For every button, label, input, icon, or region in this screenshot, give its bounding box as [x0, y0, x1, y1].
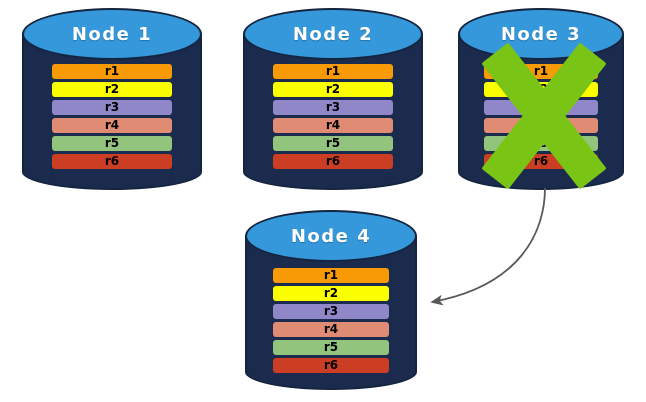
node-1-cylinder-top: [22, 8, 202, 60]
row-label: r3: [533, 100, 549, 114]
node-1-row-r4[interactable]: r4: [52, 118, 172, 133]
node-2[interactable]: Node 2 r1 r2 r3 r4 r5 r6: [243, 8, 423, 190]
row-label: r1: [325, 64, 341, 78]
node-2-row-r1[interactable]: r1: [273, 64, 393, 79]
node-2-rows: r1 r2 r3 r4 r5 r6: [243, 64, 423, 169]
node-1-row-r3[interactable]: r3: [52, 100, 172, 115]
node-3-row-r6[interactable]: r6: [484, 154, 598, 169]
node-3-row-r1[interactable]: r1: [484, 64, 598, 79]
node-2-row-r2[interactable]: r2: [273, 82, 393, 97]
node-2-row-r3[interactable]: r3: [273, 100, 393, 115]
row-label: r6: [104, 154, 120, 168]
node-4-row-r3[interactable]: r3: [273, 304, 389, 319]
node-1-row-r5[interactable]: r5: [52, 136, 172, 151]
row-label: r3: [104, 100, 120, 114]
row-label: r4: [325, 118, 341, 132]
node-4-rows: r1 r2 r3 r4 r5 r6: [245, 268, 417, 373]
node-1-row-r6[interactable]: r6: [52, 154, 172, 169]
node-1[interactable]: Node 1 r1 r2 r3 r4 r5 r6: [22, 8, 202, 190]
row-label: r1: [533, 64, 549, 78]
node-2-row-r4[interactable]: r4: [273, 118, 393, 133]
arrow-path: [430, 187, 546, 306]
row-label: r5: [533, 136, 549, 150]
row-label: r3: [325, 100, 341, 114]
node-2-row-r6[interactable]: r6: [273, 154, 393, 169]
row-label: r4: [533, 118, 549, 132]
row-label: r6: [533, 154, 549, 168]
node-2-cylinder-top: [243, 8, 423, 60]
node-4-row-r2[interactable]: r2: [273, 286, 389, 301]
row-label: r1: [323, 268, 339, 282]
row-label: r5: [323, 340, 339, 354]
row-label: r5: [325, 136, 341, 150]
node-1-row-r1[interactable]: r1: [52, 64, 172, 79]
node-1-rows: r1 r2 r3 r4 r5 r6: [22, 64, 202, 169]
node-2-row-r5[interactable]: r5: [273, 136, 393, 151]
node-3-row-r2[interactable]: r2: [484, 82, 598, 97]
node-3-rows: r1 r2 r3 r4 r5 r6: [458, 64, 624, 169]
node-4-cylinder-top: [245, 210, 417, 262]
row-label: r2: [325, 82, 341, 96]
row-label: r2: [533, 82, 549, 96]
row-label: r6: [323, 358, 339, 372]
node-3-row-r4[interactable]: r4: [484, 118, 598, 133]
node-3-row-r5[interactable]: r5: [484, 136, 598, 151]
row-label: r1: [104, 64, 120, 78]
node-3[interactable]: Node 3 r1 r2 r3 r4 r5 r6: [458, 8, 624, 190]
row-label: r4: [104, 118, 120, 132]
row-label: r5: [104, 136, 120, 150]
node-1-row-r2[interactable]: r2: [52, 82, 172, 97]
node-4[interactable]: Node 4 r1 r2 r3 r4 r5 r6: [245, 210, 417, 390]
row-label: r6: [325, 154, 341, 168]
row-label: r2: [323, 286, 339, 300]
row-label: r4: [323, 322, 339, 336]
row-label: r3: [323, 304, 339, 318]
row-label: r2: [104, 82, 120, 96]
node-4-row-r6[interactable]: r6: [273, 358, 389, 373]
node-3-row-r3[interactable]: r3: [484, 100, 598, 115]
node-3-cylinder-top: [458, 8, 624, 60]
node-4-row-r4[interactable]: r4: [273, 322, 389, 337]
node-4-row-r1[interactable]: r1: [273, 268, 389, 283]
node-4-row-r5[interactable]: r5: [273, 340, 389, 355]
